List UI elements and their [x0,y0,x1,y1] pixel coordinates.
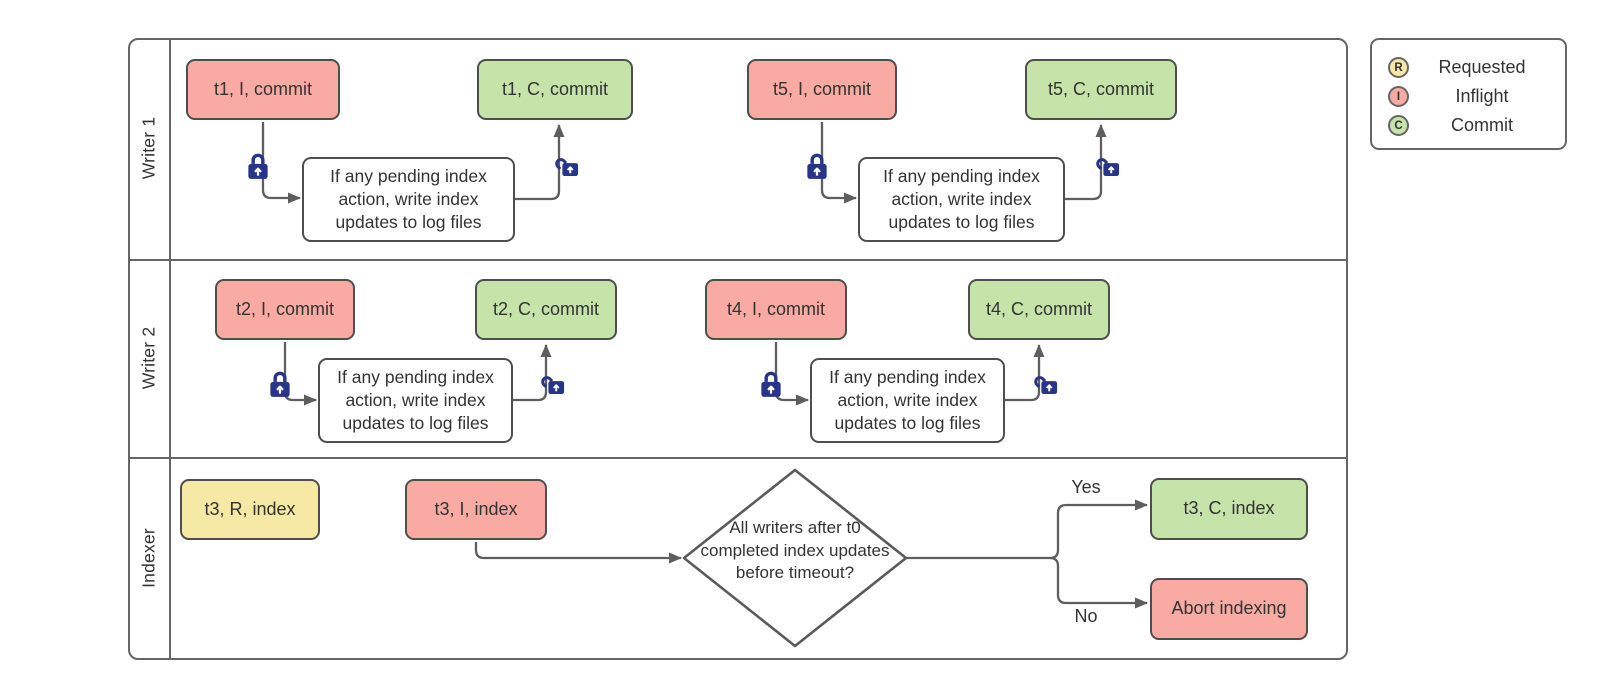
node-t2-commit: t2, C, commit [475,279,617,340]
inflight-state-icon: I [1388,86,1409,107]
legend-row-requested: R Requested [1372,53,1565,82]
node-t5-inflight: t5, I, commit [747,59,897,120]
step-write-index-updates-1: If any pending index action, write index… [302,157,515,242]
connector-yes-branch [1049,499,1148,560]
lock-open-icon [1034,376,1058,394]
lock-open-icon [541,376,565,394]
node-t4-inflight: t4, I, commit [705,279,847,340]
swimlane-pool: Writer 1 Writer 2 Indexer [128,38,1348,660]
legend-row-inflight: I Inflight [1372,82,1565,111]
connector-t1-inflight-to-step [261,122,301,204]
node-t3-requested: t3, R, index [180,479,320,540]
lock-closed-icon [807,153,827,179]
lock-closed-icon [761,371,781,397]
connector-step-to-t4-commit [1005,344,1045,402]
legend-row-commit: C Commit [1372,111,1565,140]
step-write-index-updates-4: If any pending index action, write index… [810,358,1005,443]
connector-t3-inflight-to-decision [474,542,682,564]
decision-question: All writers after t0 completed index upd… [700,518,890,583]
node-t2-inflight: t2, I, commit [215,279,355,340]
connector-no-branch [1049,556,1148,609]
connector-step-to-t5-commit [1065,124,1107,201]
lock-closed-icon [270,371,290,397]
lock-open-icon [555,158,579,176]
connector-t5-inflight-to-step [820,122,857,204]
node-t3-commit: t3, C, index [1150,478,1308,540]
lane-divider-1 [130,259,1346,261]
step-write-index-updates-3: If any pending index action, write index… [318,358,513,443]
node-t1-commit: t1, C, commit [477,59,633,120]
node-abort-indexing: Abort indexing [1150,578,1308,640]
yes-branch-label: Yes [1071,477,1101,497]
commit-state-icon: C [1388,115,1409,136]
legend-label-inflight: Inflight [1455,86,1509,106]
node-t5-commit: t5, C, commit [1025,59,1177,120]
legend-label-requested: Requested [1438,57,1526,77]
lock-open-icon [1096,158,1120,176]
step-write-index-updates-2: If any pending index action, write index… [858,157,1065,242]
lane-divider-2 [130,457,1346,459]
node-t1-inflight: t1, I, commit [186,59,340,120]
legend: R Requested I Inflight C Commit [1370,38,1567,150]
node-t4-commit: t4, C, commit [968,279,1110,340]
lock-closed-icon [248,153,268,179]
decision-diamond [682,468,908,648]
connector-step-to-t1-commit [515,124,565,201]
legend-label-commit: Commit [1451,115,1513,135]
requested-state-icon: R [1388,57,1409,78]
no-branch-label: No [1074,606,1098,626]
lane-label-column-divider [169,40,171,658]
node-t3-inflight: t3, I, index [405,479,547,540]
connector-step-to-t2-commit [513,344,552,402]
